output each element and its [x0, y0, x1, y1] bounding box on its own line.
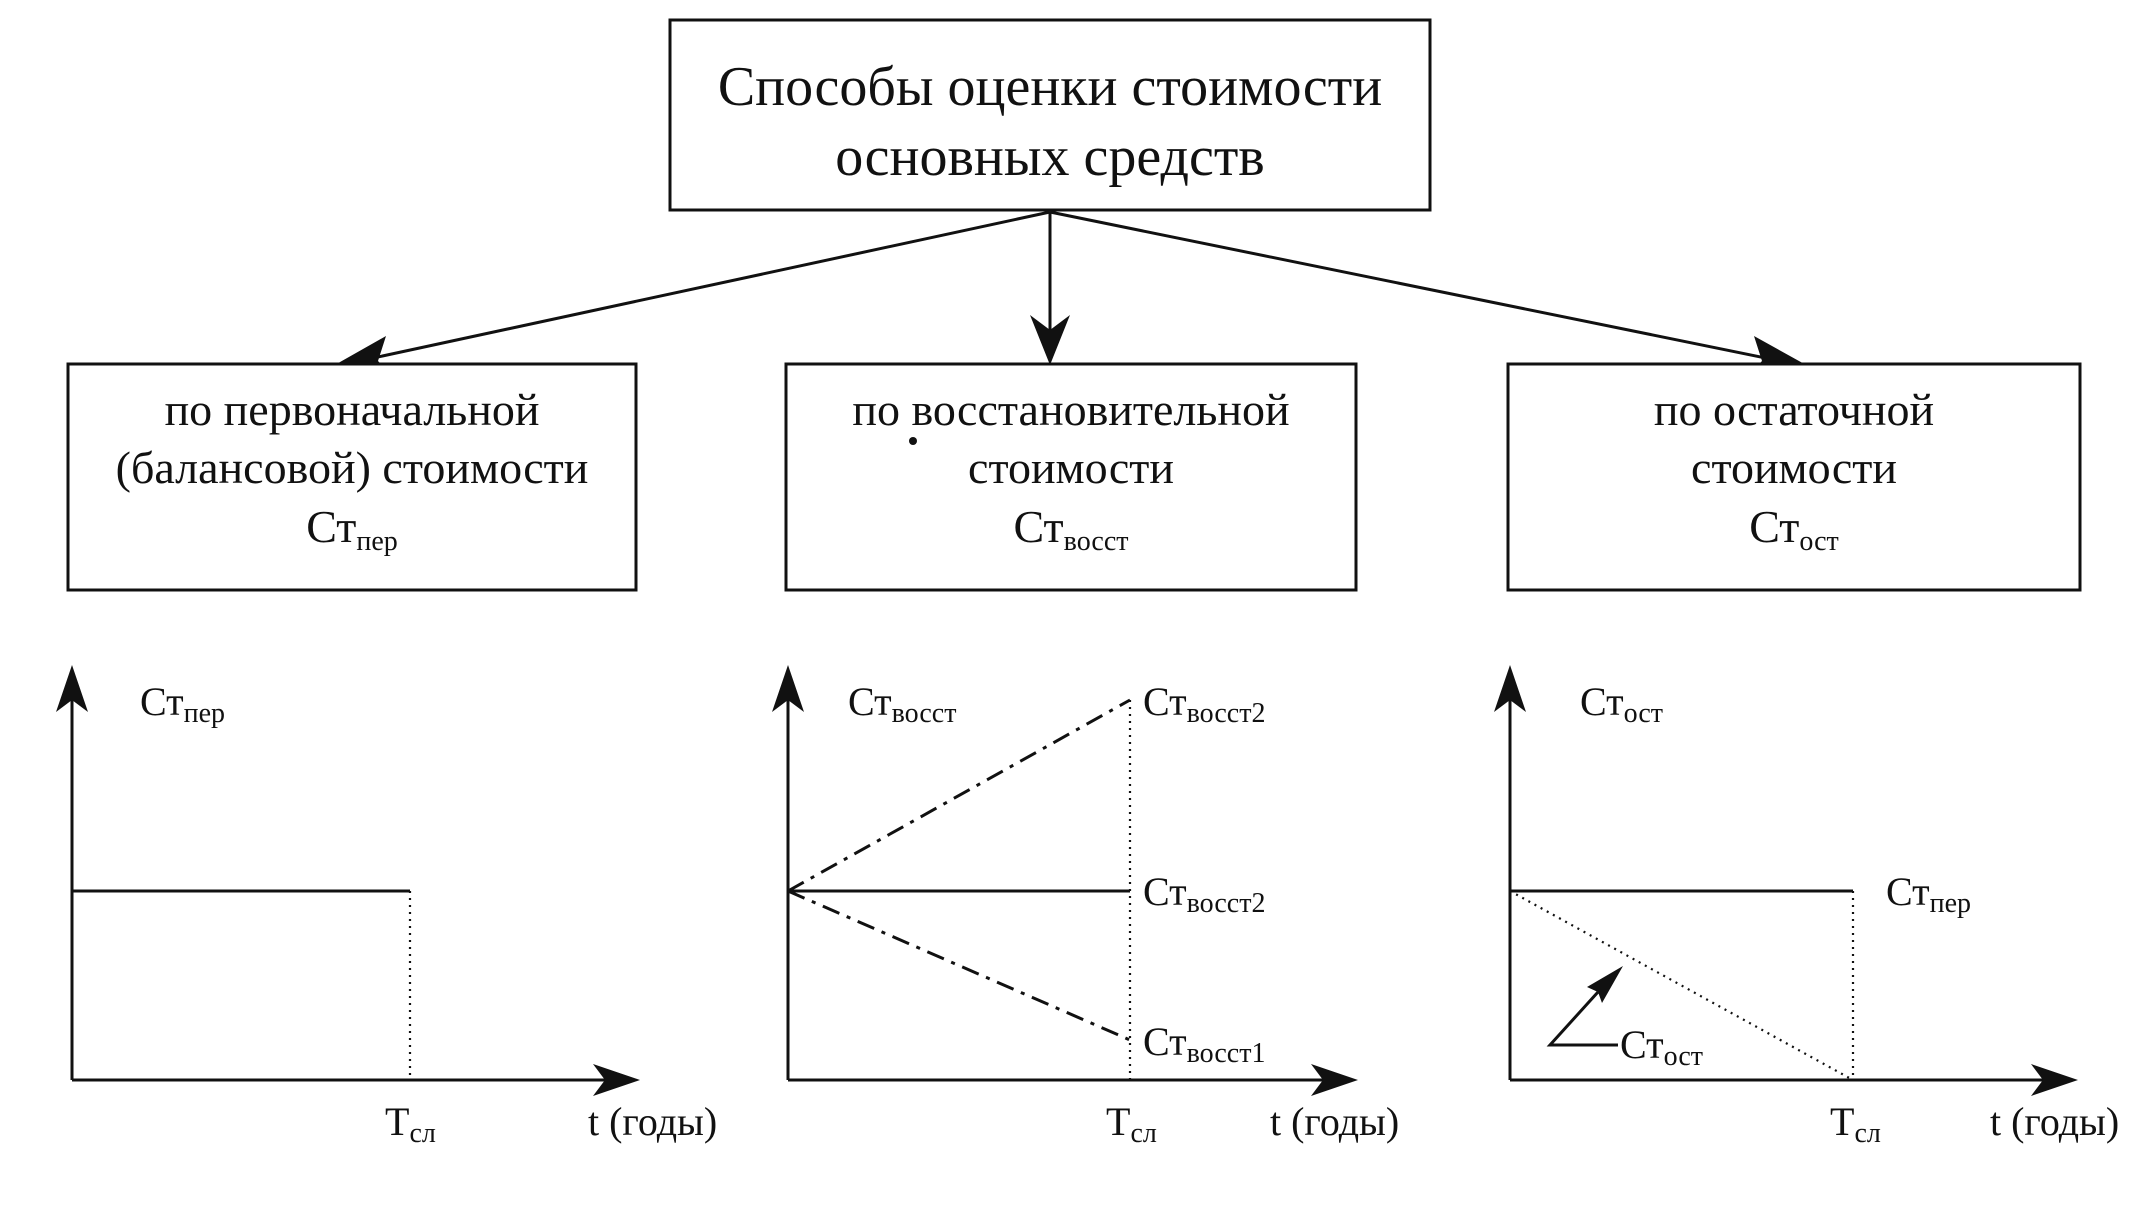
y-axis-arrowhead	[772, 665, 804, 712]
graph-residual-cost: Стост Стпер Стост Тсл t (годы)	[1494, 665, 2119, 1149]
root-title-line2: основных средств	[835, 126, 1265, 188]
falling-scenario-line	[787, 889, 1131, 1042]
service-life-label: Тсл	[1106, 1099, 1157, 1149]
method-replacement-symbol: Ствосст	[1013, 501, 1128, 557]
method-box-initial	[66, 362, 638, 592]
arrow-to-initial-cost	[349, 210, 1051, 365]
x-axis-label: t (годы)	[1270, 1099, 1399, 1144]
method-replacement-line1: по восстановительной	[852, 384, 1289, 435]
rising-end-label: Ствосст2	[1143, 679, 1265, 729]
service-life-label: Тсл	[385, 1099, 436, 1149]
method-initial-line2: (балансовой) стоимости	[116, 442, 589, 493]
x-axis-arrowhead	[2031, 1064, 2078, 1096]
method-box-replacement	[784, 362, 1358, 592]
pointer-arrowhead	[1587, 966, 1623, 1003]
method-replacement-line2: стоимости	[968, 442, 1174, 493]
graph-initial-cost: Стпер Тсл t (годы)	[56, 665, 717, 1149]
x-axis-arrowhead	[593, 1064, 640, 1096]
pointer-line	[1546, 990, 1618, 1047]
arrowhead-replacement-cost	[1030, 315, 1070, 365]
method-box-residual	[1506, 362, 2082, 592]
x-axis-label: t (годы)	[588, 1099, 717, 1144]
falling-end-label: Ствосст1	[1143, 1019, 1265, 1069]
y-axis-arrowhead	[1494, 665, 1526, 712]
arrow-to-residual-cost	[1049, 210, 1791, 365]
y-axis-label: Стост	[1580, 679, 1663, 729]
x-axis-arrowhead	[1311, 1064, 1358, 1096]
method-residual-line1: по остаточной	[1654, 384, 1934, 435]
method-residual-line2: стоимости	[1691, 442, 1897, 493]
method-residual-symbol: Стост	[1749, 501, 1839, 557]
rising-scenario-line	[787, 698, 1131, 893]
y-axis-label: Стпер	[140, 679, 225, 729]
method-initial-line1: по первоначальной	[165, 384, 540, 435]
root-box	[668, 18, 1432, 212]
root-title-line1: Способы оценки стоимости	[718, 56, 1382, 118]
x-axis-label: t (годы)	[1990, 1099, 2119, 1144]
service-life-label: Тсл	[1830, 1099, 1881, 1149]
residual-decline-label: Стост	[1620, 1022, 1703, 1072]
constant-end-label: Ствосст2	[1143, 869, 1265, 919]
stray-dot	[909, 437, 917, 445]
graph-replacement-cost: Ствосст Ствосст2 Ствосст2 Ствосст1 Тсл t…	[772, 665, 1399, 1149]
y-axis-arrowhead	[56, 665, 88, 712]
y-axis-label: Ствосст	[848, 679, 956, 729]
method-initial-symbol: Стпер	[306, 501, 398, 557]
initial-value-label: Стпер	[1886, 869, 1971, 919]
